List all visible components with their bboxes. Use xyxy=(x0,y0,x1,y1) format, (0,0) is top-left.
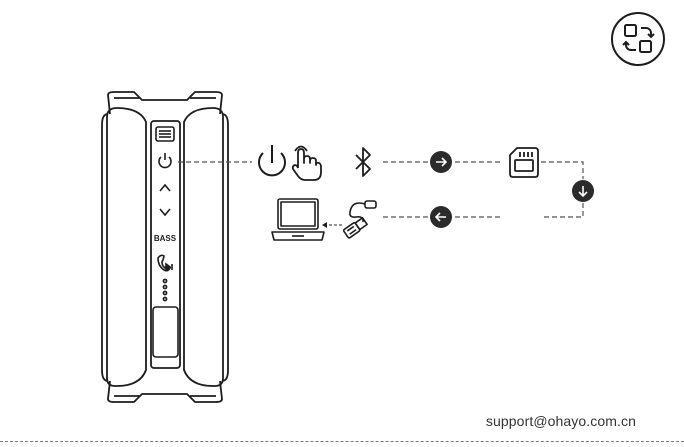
line-down-to-return xyxy=(541,203,583,217)
volume-down-icon xyxy=(160,209,170,215)
page-edge-line xyxy=(0,441,684,442)
line-sd-to-down xyxy=(541,162,583,179)
tap-hand-icon xyxy=(293,147,321,181)
power-button-icon xyxy=(159,153,171,167)
bass-label: BASS xyxy=(154,234,177,243)
arrow-down-circle xyxy=(572,180,594,202)
speaker-top-button xyxy=(156,127,174,141)
bluetooth-icon xyxy=(356,148,370,176)
speaker-button-strip: BASS xyxy=(153,127,178,357)
led-indicator-dots xyxy=(163,279,166,300)
volume-up-icon xyxy=(160,185,170,191)
usb-port-cover xyxy=(153,307,178,357)
phone-play-icon xyxy=(158,255,172,270)
laptop-icon xyxy=(272,199,324,240)
arrow-right-circle xyxy=(430,151,452,173)
sd-card-icon xyxy=(510,148,538,177)
support-email: support@ohayo.com.cn xyxy=(486,413,636,429)
power-icon xyxy=(259,145,285,175)
speaker-device xyxy=(102,92,228,402)
arrow-left-circle xyxy=(430,206,452,228)
switch-mode-icon xyxy=(612,13,664,65)
usb-cable-icon xyxy=(343,201,376,238)
usb-to-laptop-arrow xyxy=(322,222,342,228)
